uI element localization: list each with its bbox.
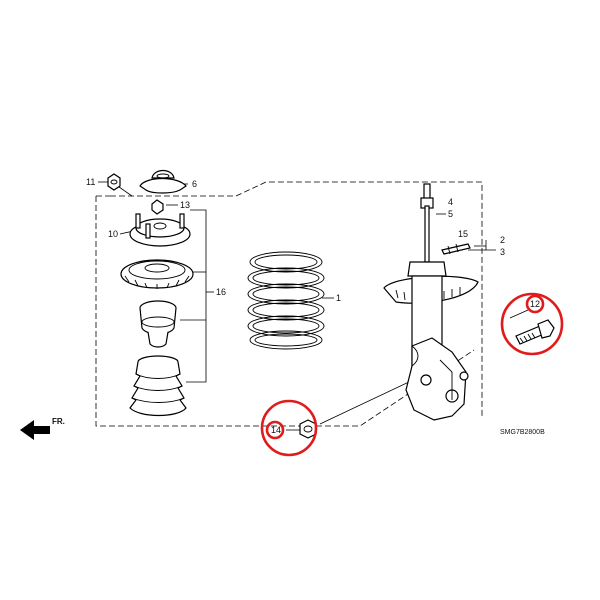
coil-spring-part — [247, 251, 325, 350]
highlight-ring-label-12 — [525, 294, 545, 314]
callout-5: 5 — [448, 209, 453, 219]
highlight-circle-12 — [500, 292, 564, 356]
front-direction-arrow-icon: FR. — [20, 417, 65, 440]
strut-mount-cap-part — [139, 169, 187, 194]
spring-seat-part — [120, 259, 194, 289]
callout-16: 16 — [216, 287, 226, 297]
flange-nut-part — [107, 173, 121, 191]
upper-mount-part — [129, 213, 191, 247]
front-arrow-label: FR. — [52, 417, 65, 426]
dust-boot-part — [129, 355, 187, 417]
callout-2: 2 — [500, 235, 505, 245]
callout-1: 1 — [336, 293, 341, 303]
callout-14: 14 — [271, 425, 281, 435]
figure-code: SMG7B2800B — [500, 429, 545, 436]
brake-hose-clip-part — [441, 243, 471, 255]
bump-stop-part — [139, 300, 177, 348]
strut-shock-absorber-part — [383, 183, 479, 421]
lock-nut-part — [299, 419, 317, 439]
callout-10: 10 — [108, 229, 118, 239]
callout-4: 4 — [448, 197, 453, 207]
callout-3: 3 — [500, 247, 505, 257]
leader-lines — [98, 181, 529, 431]
callout-13: 13 — [180, 200, 190, 210]
callout-11: 11 — [86, 177, 95, 187]
highlight-ring-label-14 — [265, 420, 285, 440]
highlight-circle-14 — [260, 399, 318, 457]
mount-nut-part — [151, 199, 164, 215]
callout-6: 6 — [192, 179, 197, 189]
callout-15: 15 — [458, 229, 468, 239]
pinch-bolt-part — [515, 319, 555, 345]
callout-12: 12 — [530, 299, 540, 309]
